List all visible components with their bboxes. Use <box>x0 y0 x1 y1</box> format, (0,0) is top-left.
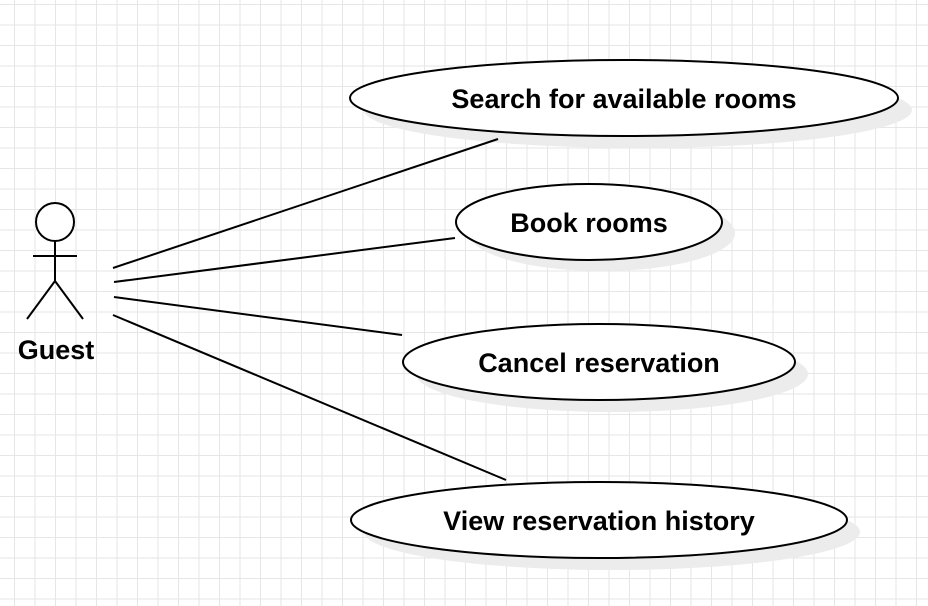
use-case-label: View reservation history <box>443 506 755 536</box>
use-case-label: Search for available rooms <box>451 84 796 114</box>
use-case-label: Cancel reservation <box>478 348 720 378</box>
association-search[interactable] <box>112 138 499 269</box>
actor-head <box>35 202 75 242</box>
association-history[interactable] <box>112 314 507 481</box>
actor-guest[interactable]: Guest <box>18 202 95 365</box>
actor-label: Guest <box>18 335 95 365</box>
use-case-ellipse <box>455 183 723 261</box>
use-case-search[interactable]: Search for available rooms <box>349 59 899 137</box>
use-case-history[interactable]: View reservation history <box>350 481 848 559</box>
association-book[interactable] <box>113 237 456 283</box>
actor-left-leg <box>26 280 56 320</box>
actor-right-leg <box>54 280 84 320</box>
use-case-ellipse <box>350 481 848 559</box>
use-case-ellipse <box>349 59 899 137</box>
use-case-book[interactable]: Book rooms <box>455 183 723 261</box>
association-cancel[interactable] <box>113 296 403 336</box>
use-case-ellipse <box>402 323 796 401</box>
use-case-cancel[interactable]: Cancel reservation <box>402 323 796 401</box>
use-case-label: Book rooms <box>510 208 668 238</box>
